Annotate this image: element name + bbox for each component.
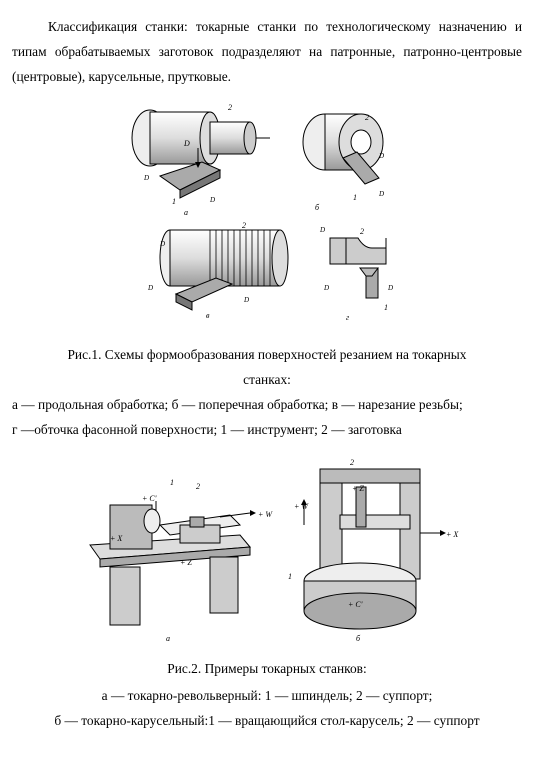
fig2-legend-line2: б — токарно-карусельный:1 — вращающийся …: [54, 713, 480, 728]
intro-text: Классификация станки: токарные станки по…: [12, 19, 522, 84]
fig1b-num1: 1: [353, 193, 357, 202]
fig1b-sub: б: [315, 203, 320, 212]
fig1v-dsop-label: D: [147, 284, 153, 292]
fig1g-num1: 1: [384, 303, 388, 312]
fig2b-sub: б: [356, 634, 361, 643]
fig1b-dsop-label: D: [378, 190, 384, 198]
fig2-caption: Рис.2. Примеры токарных станков:: [167, 661, 367, 676]
fig2b-z-label: + Z: [352, 484, 364, 493]
fig2-machine-b: + W + X + Z + C' 1 2 б: [288, 458, 459, 643]
fig2-machine-a: + C' + W + X + Z 1 2 а: [89, 478, 273, 643]
fig2b-num2: 2: [350, 458, 354, 467]
intro-paragraph: Классификация станки: токарные станки по…: [12, 14, 522, 89]
fig1-scheme-a: D D D 2 1 а: [131, 103, 270, 217]
fig1g-dso-label: D: [387, 284, 393, 292]
fig2b-num1: 1: [288, 572, 292, 581]
fig1-legend-line2: г —обточка фасонной поверхности; 1 — инс…: [12, 422, 402, 437]
fig1a-num1: 1: [172, 197, 176, 206]
fig1v-dso-label: D: [243, 296, 249, 304]
figure-2: + C' + W + X + Z 1 2 а + W + X + Z + C' …: [89, 458, 459, 643]
fig2b-w-label: + W: [294, 502, 309, 511]
fig1-caption-line2: станках:: [243, 372, 291, 387]
fig1g-dr-label: D: [319, 226, 325, 234]
fig1g-num2: 2: [360, 227, 364, 236]
fig1a-dso-label: D: [209, 196, 215, 204]
fig2a-num2: 2: [196, 482, 200, 491]
fig2b-x-label: + X: [446, 530, 459, 539]
fig1v-num2: 2: [242, 221, 246, 230]
fig1a-sub: а: [184, 208, 188, 217]
fig1-scheme-b: 2 1 б D D: [302, 113, 384, 212]
fig2b-c-label: + C': [348, 600, 363, 609]
fig1-legend-line1: а — продольная обработка; б — поперечная…: [12, 397, 463, 412]
fig1b-dso-label: D: [378, 152, 384, 160]
fig1-scheme-g: D D D 2 1 г: [319, 226, 393, 322]
fig1g-sub: г: [346, 313, 349, 322]
fig1v-dr-label: D: [159, 240, 165, 248]
fig2a-c-label: + C': [142, 494, 157, 503]
fig1-caption-line1: Рис.1. Схемы формообразования поверхност…: [67, 347, 467, 362]
fig2-legend-line1: а — токарно-револьверный: 1 — шпиндель; …: [101, 688, 433, 703]
fig1a-dsop-label: D: [143, 174, 149, 182]
fig1a-num2: 2: [228, 103, 232, 112]
fig2a-w-label: + W: [258, 510, 273, 519]
fig1b-num2: 2: [365, 113, 369, 122]
fig2a-sub: а: [166, 634, 170, 643]
fig2a-num1: 1: [170, 478, 174, 487]
fig1v-sub: в: [206, 311, 210, 320]
fig1g-dsop-label: D: [323, 284, 329, 292]
figure-1: D D D 2 1 а 2 1 б D D D D: [131, 103, 393, 322]
fig1a-dr-label: D: [183, 139, 190, 148]
fig2a-x-label: + X: [110, 534, 123, 543]
fig1-scheme-v: D D D 2 в: [147, 221, 289, 320]
fig2a-z-label: + Z: [180, 558, 192, 567]
